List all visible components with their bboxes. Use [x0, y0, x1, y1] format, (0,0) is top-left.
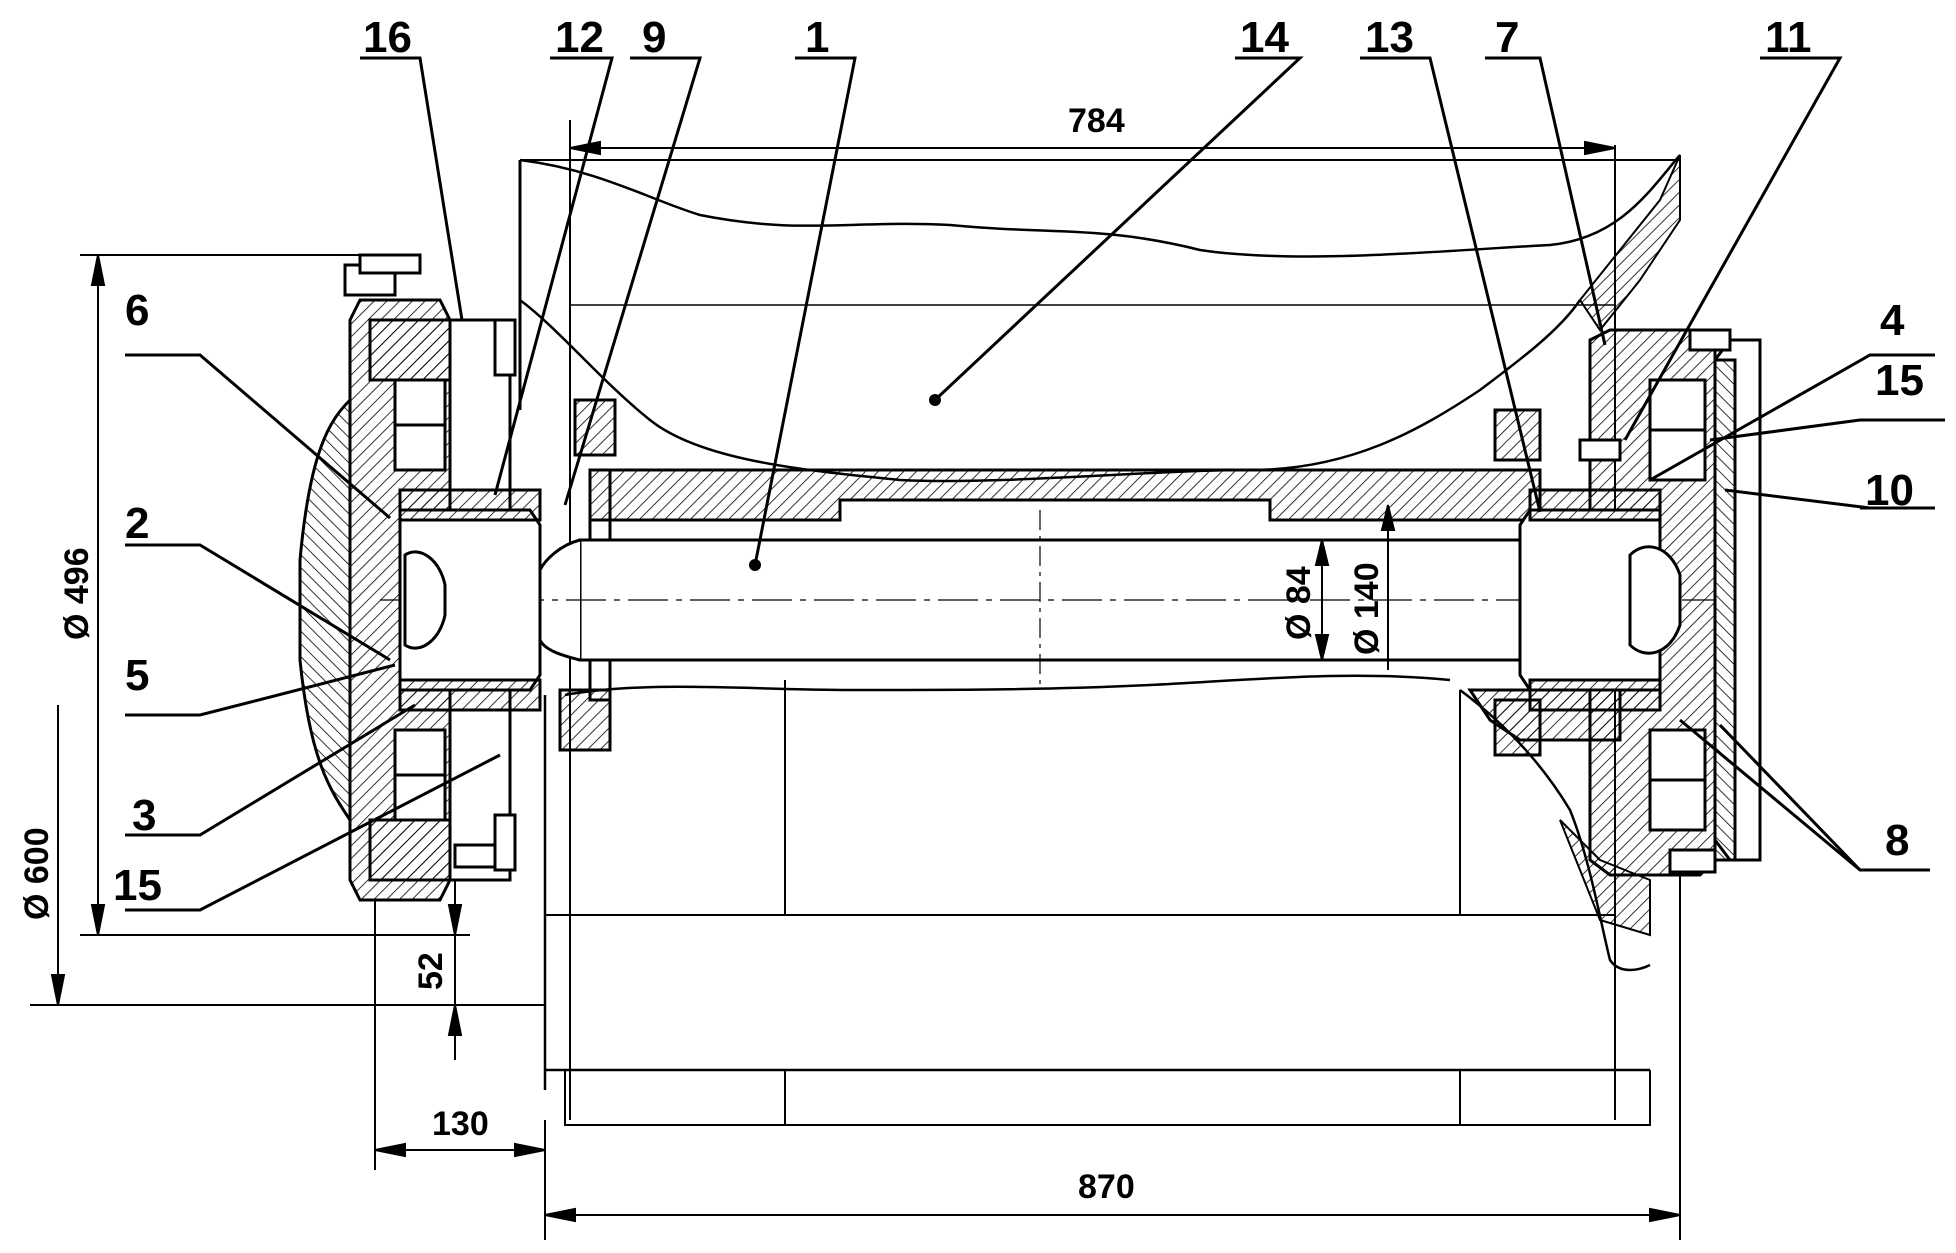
dimension-lines [30, 140, 1681, 1240]
dimension-600: Ø 600 [18, 827, 56, 920]
callout-3: 3 [132, 791, 156, 840]
dimension-784: 784 [1068, 102, 1125, 140]
callout-5: 5 [125, 651, 149, 700]
callout-12: 12 [555, 13, 604, 62]
wheel-body [518, 120, 1681, 1240]
callout-1: 1 [805, 13, 829, 62]
leader-dots [749, 394, 941, 571]
callout-16: 16 [363, 13, 412, 62]
dimension-130: 130 [432, 1105, 489, 1143]
callout-2: 2 [125, 499, 149, 548]
callout-6: 6 [125, 286, 149, 335]
dimension-870: 870 [1078, 1168, 1135, 1206]
callout-15-right: 15 [1875, 356, 1924, 405]
dimension-52: 52 [412, 952, 450, 990]
callout-13: 13 [1365, 13, 1414, 62]
dimension-texts: 784 870 130 52 Ø 496 Ø 600 Ø 84 Ø 140 [18, 102, 1386, 1206]
callout-14: 14 [1240, 13, 1289, 62]
callout-4: 4 [1880, 296, 1905, 345]
right-axle-box [1493, 328, 1762, 877]
callout-11: 11 [1765, 13, 1812, 62]
callout-8: 8 [1885, 816, 1909, 865]
callout-15-left: 15 [113, 861, 162, 910]
dimension-496: Ø 496 [58, 547, 96, 640]
dimension-140: Ø 140 [1348, 562, 1386, 655]
callout-7: 7 [1495, 13, 1519, 62]
callout-9: 9 [642, 13, 666, 62]
dimension-84: Ø 84 [1280, 566, 1318, 640]
callout-labels: 16 12 9 1 14 13 7 11 4 15 10 8 6 2 5 3 1… [113, 13, 1924, 910]
label-underlines [125, 56, 1945, 912]
